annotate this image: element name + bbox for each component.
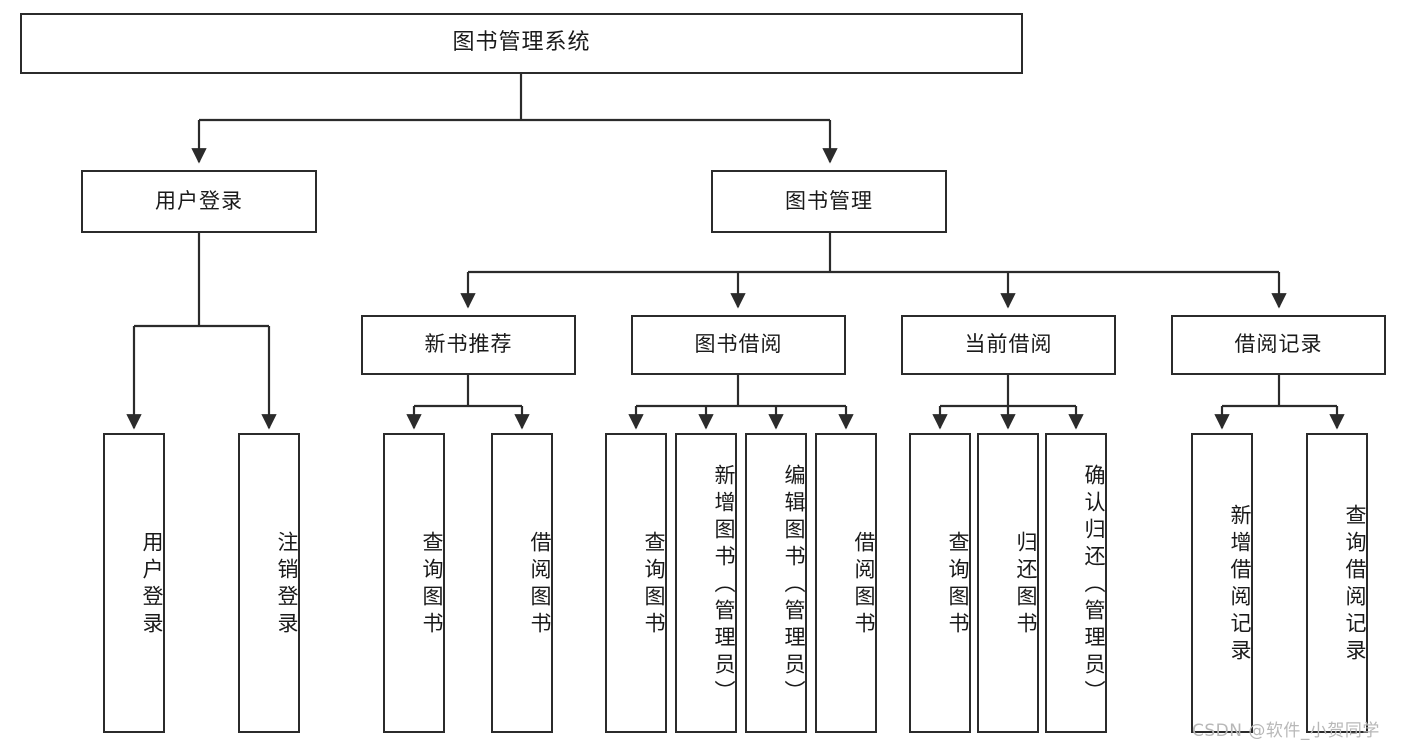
node-label: 借阅图书: [528, 531, 552, 639]
node-label: 当前借阅: [964, 332, 1053, 357]
node-leaf-query-book-borrow[interactable]: 查询图书: [605, 433, 667, 733]
node-label: 归还图书: [1014, 531, 1038, 639]
node-borrow-record[interactable]: 借阅记录: [1171, 315, 1386, 375]
node-leaf-confirm-return-admin[interactable]: 确认归还（管理员）: [1045, 433, 1107, 733]
node-leaf-borrow-book[interactable]: 借阅图书: [815, 433, 877, 733]
node-label: 用户登录: [140, 531, 164, 639]
node-label: 借阅记录: [1234, 332, 1323, 357]
node-leaf-add-borrow-record[interactable]: 新增借阅记录: [1191, 433, 1253, 733]
node-label: 图书管理系统: [452, 30, 591, 56]
node-label: 查询图书: [642, 531, 666, 639]
csdn-watermark: CSDN @软件_小贺同学: [1192, 721, 1380, 741]
node-label: 图书借阅: [694, 332, 783, 357]
node-book-borrow[interactable]: 图书借阅: [631, 315, 846, 375]
node-current-borrow[interactable]: 当前借阅: [901, 315, 1116, 375]
node-label: 图书管理: [785, 188, 873, 213]
node-leaf-return-book[interactable]: 归还图书: [977, 433, 1039, 733]
node-label: 新增借阅记录: [1228, 504, 1252, 666]
node-leaf-query-borrow-record[interactable]: 查询借阅记录: [1306, 433, 1368, 733]
node-label: 查询图书: [420, 531, 444, 639]
node-leaf-query-book-recommend[interactable]: 查询图书: [383, 433, 445, 733]
node-leaf-add-book-admin[interactable]: 新增图书（管理员）: [675, 433, 737, 733]
node-label: 注销登录: [275, 531, 299, 639]
node-user-login[interactable]: 用户登录: [81, 170, 317, 233]
node-label: 新增图书（管理员）: [712, 463, 736, 707]
node-book-management[interactable]: 图书管理: [711, 170, 947, 233]
node-label: 查询借阅记录: [1343, 504, 1367, 666]
node-label: 借阅图书: [852, 531, 876, 639]
node-label: 查询图书: [946, 531, 970, 639]
node-new-book-recommend[interactable]: 新书推荐: [361, 315, 576, 375]
node-label: 确认归还（管理员）: [1082, 463, 1106, 707]
node-label: 编辑图书（管理员）: [782, 463, 806, 707]
node-leaf-edit-book-admin[interactable]: 编辑图书（管理员）: [745, 433, 807, 733]
node-leaf-query-book-current[interactable]: 查询图书: [909, 433, 971, 733]
node-leaf-borrow-book-recommend[interactable]: 借阅图书: [491, 433, 553, 733]
node-leaf-user-login[interactable]: 用户登录: [103, 433, 165, 733]
node-root-book-management-system[interactable]: 图书管理系统: [20, 13, 1023, 74]
node-label: 新书推荐: [424, 332, 513, 357]
node-leaf-user-logout[interactable]: 注销登录: [238, 433, 300, 733]
node-label: 用户登录: [155, 188, 243, 213]
